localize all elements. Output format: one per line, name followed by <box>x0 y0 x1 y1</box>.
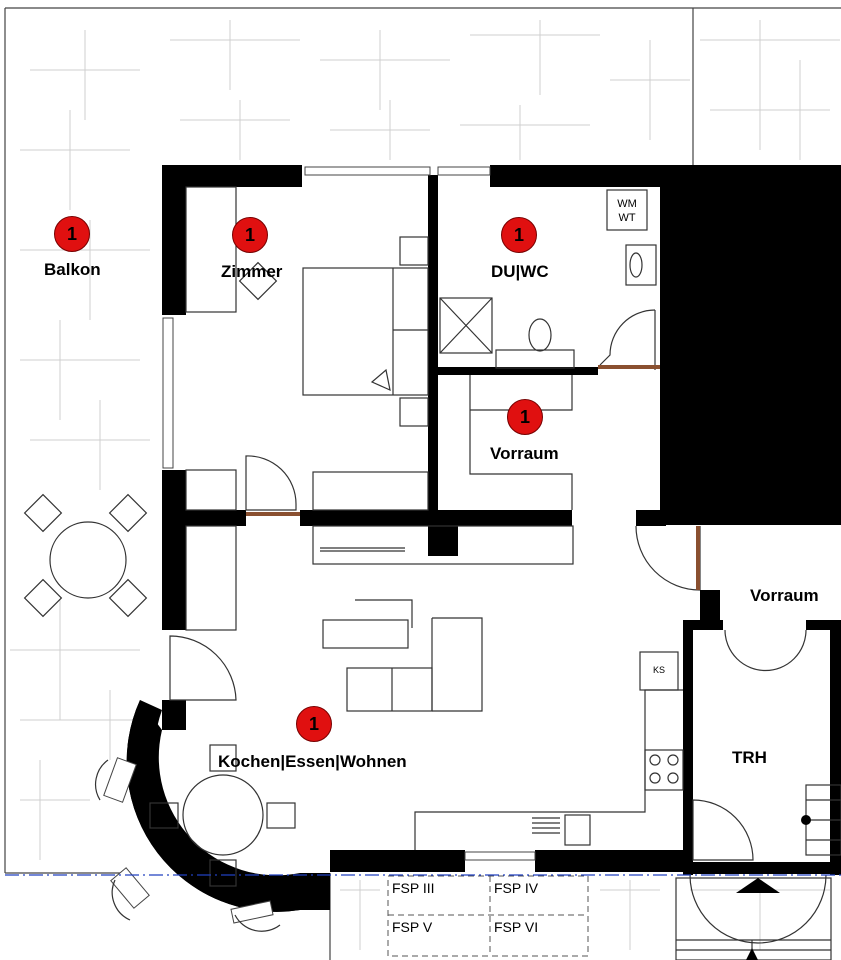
parking-label-6: FSP VI <box>494 919 539 935</box>
room-label-zimmer: Zimmer <box>221 262 283 281</box>
parking-label-5: FSP V <box>392 919 433 935</box>
door-hinges <box>246 365 700 590</box>
parking-label-3: FSP III <box>392 880 435 896</box>
fixture-label-ks: KS <box>652 665 665 675</box>
balcony-table <box>23 493 148 618</box>
entry-marker <box>736 815 811 960</box>
room-label-duwc: DU|WC <box>491 262 549 281</box>
room-label-trh: TRH <box>732 748 767 767</box>
room-label-vorraum-inner: Vorraum <box>490 444 559 463</box>
parking-grid <box>387 875 589 957</box>
room-marker-duwc: 1 <box>501 217 537 253</box>
windows <box>103 166 536 924</box>
room-label-balkon: Balkon <box>44 260 101 279</box>
room-label-kochen: Kochen|Essen|Wohnen <box>218 752 407 771</box>
terrace-outline <box>4 7 841 960</box>
fixture-label-wm: WM <box>617 198 637 210</box>
room-marker-kochen: 1 <box>296 706 332 742</box>
fixture-label-wt: WT <box>618 212 636 224</box>
terrace-hatching <box>10 20 840 950</box>
room-marker-vorraum: 1 <box>507 399 543 435</box>
parking-label-4: FSP IV <box>494 880 539 896</box>
furniture <box>95 186 841 960</box>
walls <box>126 165 841 912</box>
room-marker-zimmer: 1 <box>232 217 268 253</box>
room-label-vorraum-outer: Vorraum <box>750 586 819 605</box>
room-marker-balkon: 1 <box>54 216 90 252</box>
